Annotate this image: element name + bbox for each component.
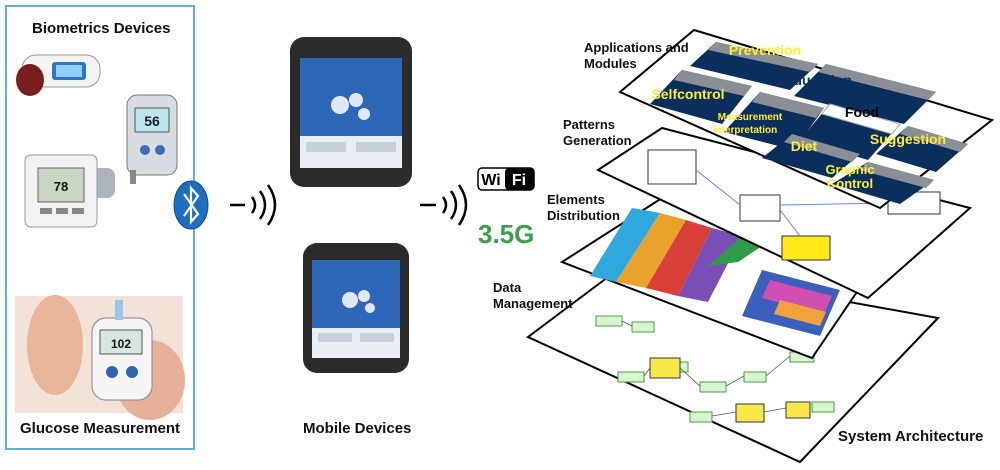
wifi-right-text: Fi: [512, 172, 526, 189]
wifi-left-text: Wi: [481, 172, 500, 189]
bp-monitor-cuff-icon: 78: [24, 154, 115, 228]
glucometer-icon: 56: [126, 94, 178, 184]
glucometer-reading: 56: [144, 113, 160, 129]
module-education-label: Education: [784, 72, 852, 88]
glucose-meter-hand-photo: 102: [15, 295, 185, 420]
mobile-devices-label: Mobile Devices: [303, 420, 412, 437]
biometrics-title: Biometrics Devices: [32, 20, 171, 37]
module-tile-education: [794, 64, 936, 124]
module-control-label: Control: [827, 176, 873, 191]
signal-waves-icon: [230, 184, 277, 226]
system-architecture-label: System Architecture: [838, 428, 984, 445]
patterns-generation-layer: [595, 126, 973, 300]
layer-label-elements: Elements Distribution: [547, 192, 620, 223]
module-measurement-label: Measurement: [718, 112, 783, 123]
module-suggestion-label: Suggestion: [870, 131, 946, 147]
module-tile-measurement: [724, 92, 824, 150]
module-tile-prevention: [690, 42, 818, 90]
blood-pressure-monitor-icon: [16, 54, 101, 96]
layer-label-applications: Applications and Modules: [584, 40, 689, 71]
applications-modules-layer: Prevention Education Selfcontrol Food Me…: [618, 28, 995, 210]
module-tile-diet: [762, 134, 860, 178]
module-food-label: Food: [845, 104, 879, 120]
glucose-measurement-label: Glucose Measurement: [20, 420, 181, 437]
signal-waves-icon: [420, 184, 468, 226]
module-interpretation-label: Interpretation: [713, 125, 777, 136]
module-tile-suggestion: [876, 126, 968, 172]
tablet-bottom-icon: [303, 243, 409, 373]
module-diet-label: Diet: [791, 138, 818, 154]
bluetooth-icon: [173, 180, 209, 230]
module-selfcontrol-label: Selfcontrol: [651, 86, 724, 102]
layer-label-patterns: Patterns Generation: [563, 117, 632, 148]
wifi-logo: Wi Fi: [477, 167, 535, 191]
module-graphic-label: Graphic: [825, 162, 874, 177]
bp-reading: 78: [54, 179, 68, 194]
tablet-top-icon: [290, 37, 412, 187]
module-tile-graphic-control: [832, 162, 934, 204]
cellular-label: 3.5G: [478, 219, 534, 249]
layer-label-data: Data Management: [493, 280, 573, 311]
module-prevention-label: Prevention: [729, 42, 801, 58]
module-tile-selfcontrol: [650, 70, 752, 124]
glucose-reading: 102: [111, 337, 131, 351]
